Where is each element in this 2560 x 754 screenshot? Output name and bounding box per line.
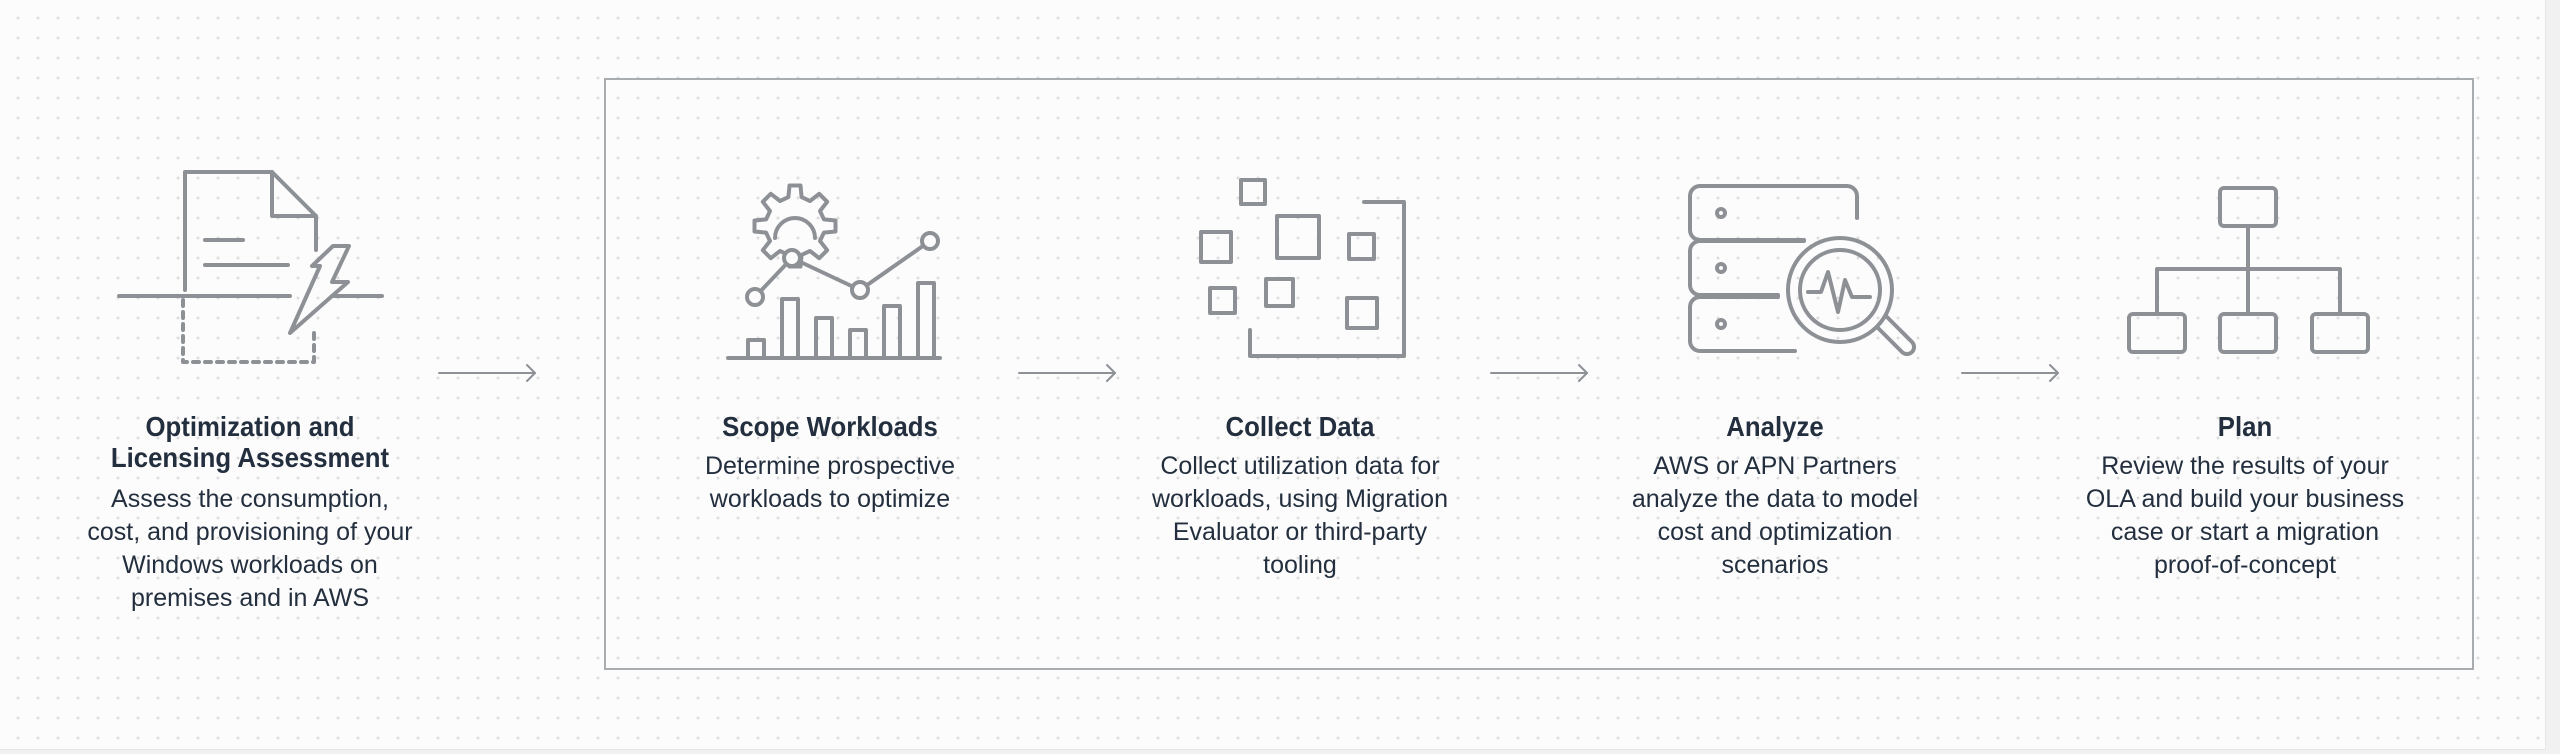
gear-chart-icon [720,178,942,363]
document-lightning-icon [115,168,395,368]
hierarchy-icon [2120,180,2380,360]
step-description-plan: Review the results of your OLA and build… [2085,452,2405,579]
step-title-collect-data: Collect Data [1225,411,1375,442]
step-description-optimization-and-licensing-assessment: Assess the consumption, cost, and provis… [87,485,413,612]
process-group-frame [604,78,2474,670]
arrow-right-icon [1961,363,2061,388]
step-description-analyze: AWS or APN Partners analyze the data to … [1631,452,1919,579]
arrow-right-icon [438,363,538,388]
step-title-scope-workloads: Scope Workloads [722,411,938,442]
step-description-scope-workloads: Determine prospective workloads to optim… [704,452,956,513]
step-title-plan: Plan [2217,411,2273,442]
arrow-right-icon [1018,363,1118,388]
scattered-squares-icon [1190,175,1415,365]
step-title-analyze: Analyze [1726,411,1824,442]
step-description-collect-data: Collect utilization data for workloads, … [1152,452,1448,579]
arrow-right-icon [1490,363,1590,388]
step-title-optimization-and-licensing-assessment: Optimization and Licensing Assessment [110,411,390,473]
server-magnifier-icon [1680,180,1917,370]
